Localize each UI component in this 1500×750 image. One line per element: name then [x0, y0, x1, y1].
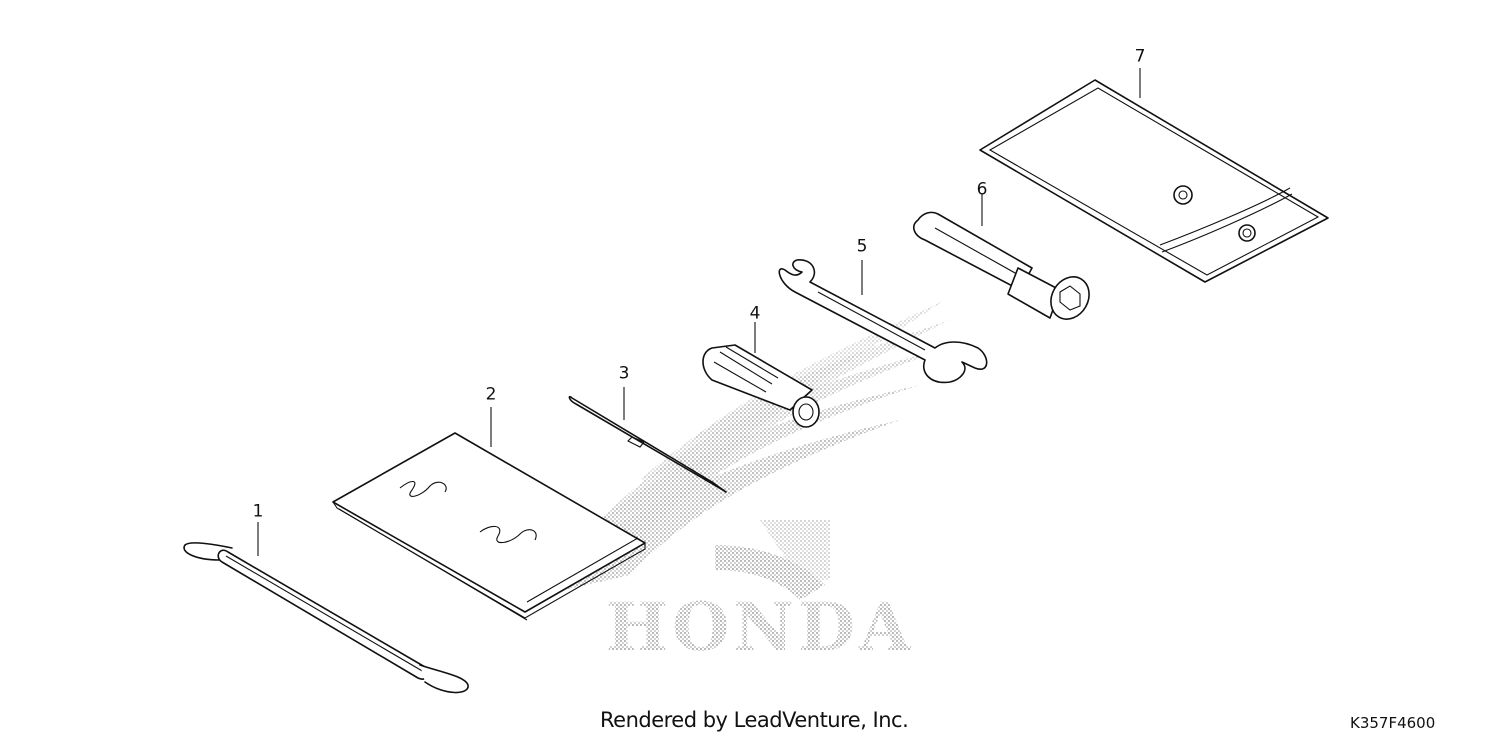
honda-watermark-text: HONDA — [606, 588, 915, 666]
manual-bag-icon — [332, 432, 646, 621]
callout-part-3: 3 — [618, 363, 630, 384]
tool-bag-icon — [979, 79, 1329, 283]
screwdriver-blade-icon — [568, 395, 727, 493]
open-end-wrench-icon — [778, 259, 988, 384]
callout-part-2: 2 — [485, 384, 497, 405]
callout-part-6: 6 — [976, 179, 988, 200]
diagram-code: K357F4600 — [1350, 714, 1436, 732]
callout-part-7: 7 — [1134, 46, 1146, 67]
callout-part-4: 4 — [749, 303, 761, 324]
spark-plug-wrench-icon — [913, 211, 1090, 320]
strap-icon — [183, 542, 469, 694]
callout-part-5: 5 — [856, 236, 868, 257]
render-credit: Rendered by LeadVenture, Inc. — [600, 708, 909, 732]
screwdriver-handle-icon — [702, 344, 820, 428]
callout-part-1: 1 — [252, 501, 264, 522]
